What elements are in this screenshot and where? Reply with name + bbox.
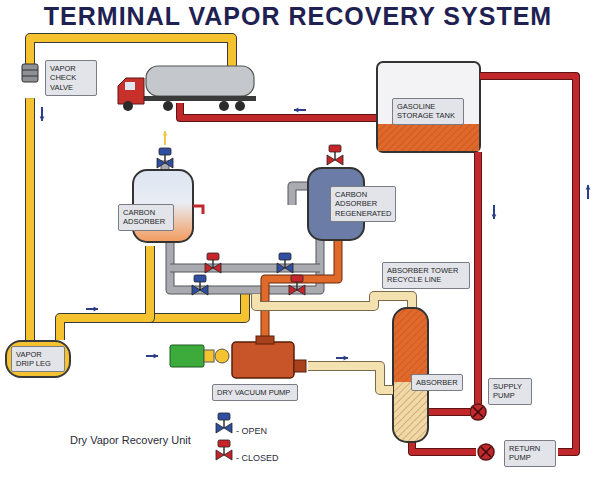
vessel-node: CARBON ADSORBER REGENERATED <box>306 166 398 242</box>
label-box: CARBON ADSORBER REGENERATED <box>330 186 396 222</box>
vapor-pipe <box>60 246 150 340</box>
flow-arrow <box>336 356 348 361</box>
return-pipe <box>480 76 576 452</box>
supply-stub <box>428 412 466 413</box>
label-box: VAPOR DRIP LEG <box>11 346 65 373</box>
return-pipe <box>412 444 476 452</box>
label-box: SUPPLY PUMP <box>488 378 532 405</box>
tower-node: ABSORBER <box>393 306 465 444</box>
tank-node: GASOLINE STORAGE TANK <box>377 62 480 152</box>
legend-item: - CLOSED <box>236 447 279 465</box>
pump-node: RETURN PUMP <box>476 440 558 469</box>
valve-symbol <box>327 145 343 165</box>
manifold-pipe <box>170 238 320 290</box>
valve-symbol <box>277 253 293 273</box>
flow-arrow <box>586 185 591 199</box>
drip-leg: VAPOR DRIP LEG <box>5 340 71 378</box>
flow-arrow <box>40 107 45 121</box>
legend-text: - OPEN <box>236 426 267 436</box>
recycle-pipe <box>256 294 412 308</box>
flow-arrow <box>86 307 98 312</box>
vessel-node: CARBON ADSORBER <box>116 168 194 246</box>
vapor-pipe <box>150 292 245 318</box>
flow-arrow <box>492 205 497 219</box>
flow-arrow <box>163 131 168 145</box>
regen-pipe <box>292 186 308 205</box>
vapor-pipe <box>30 98 31 340</box>
manifold-pipe <box>170 268 320 269</box>
supply-pipe <box>465 412 470 413</box>
label-box: DRY VACUUM PUMP <box>212 384 298 401</box>
label-box: RETURN PUMP <box>504 440 556 467</box>
label-box: GASOLINE STORAGE TANK <box>392 98 464 125</box>
legend-text: - CLOSED <box>236 453 279 463</box>
label-box: CARBON ADSORBER <box>118 204 174 231</box>
supply-stub <box>478 376 479 404</box>
legend-valve-open <box>216 413 232 433</box>
label-box: VAPOR CHECK VALVE <box>45 60 97 96</box>
pump-node: DRY VACUUM PUMP <box>208 338 308 403</box>
vacuum-pump <box>170 336 306 378</box>
flow-arrow <box>294 108 306 113</box>
vacuum-pipe <box>265 238 338 342</box>
loading-pipe <box>180 103 377 118</box>
flow-arrow <box>146 354 158 359</box>
diagram-title: TERMINAL VAPOR RECOVERY SYSTEM <box>0 2 596 31</box>
callout-box: VAPOR CHECK VALVE <box>20 58 100 98</box>
pump-node: SUPPLY PUMP <box>470 378 534 422</box>
line-label-box: ABSORBER TOWER RECYCLE LINE <box>382 262 472 291</box>
valve-symbol <box>289 275 305 295</box>
check-valve-symbol <box>22 64 38 82</box>
valve-symbol <box>157 148 173 168</box>
label-box: ABSORBER TOWER RECYCLE LINE <box>382 262 470 289</box>
caption-note: Dry Vapor Recovery Unit <box>70 434 191 446</box>
valve-symbol <box>205 253 221 273</box>
pump-symbol <box>478 444 494 460</box>
vacuum-discharge-pipe <box>308 366 393 390</box>
legend-item: - OPEN <box>236 420 267 438</box>
tanker-truck <box>118 66 256 111</box>
storage-tank <box>377 62 480 152</box>
pump-symbol <box>470 404 486 420</box>
supply-pipe <box>478 152 479 378</box>
legend-valve-closed <box>216 440 232 460</box>
label-box: ABSORBER <box>411 374 463 391</box>
valve-symbol <box>192 275 208 295</box>
